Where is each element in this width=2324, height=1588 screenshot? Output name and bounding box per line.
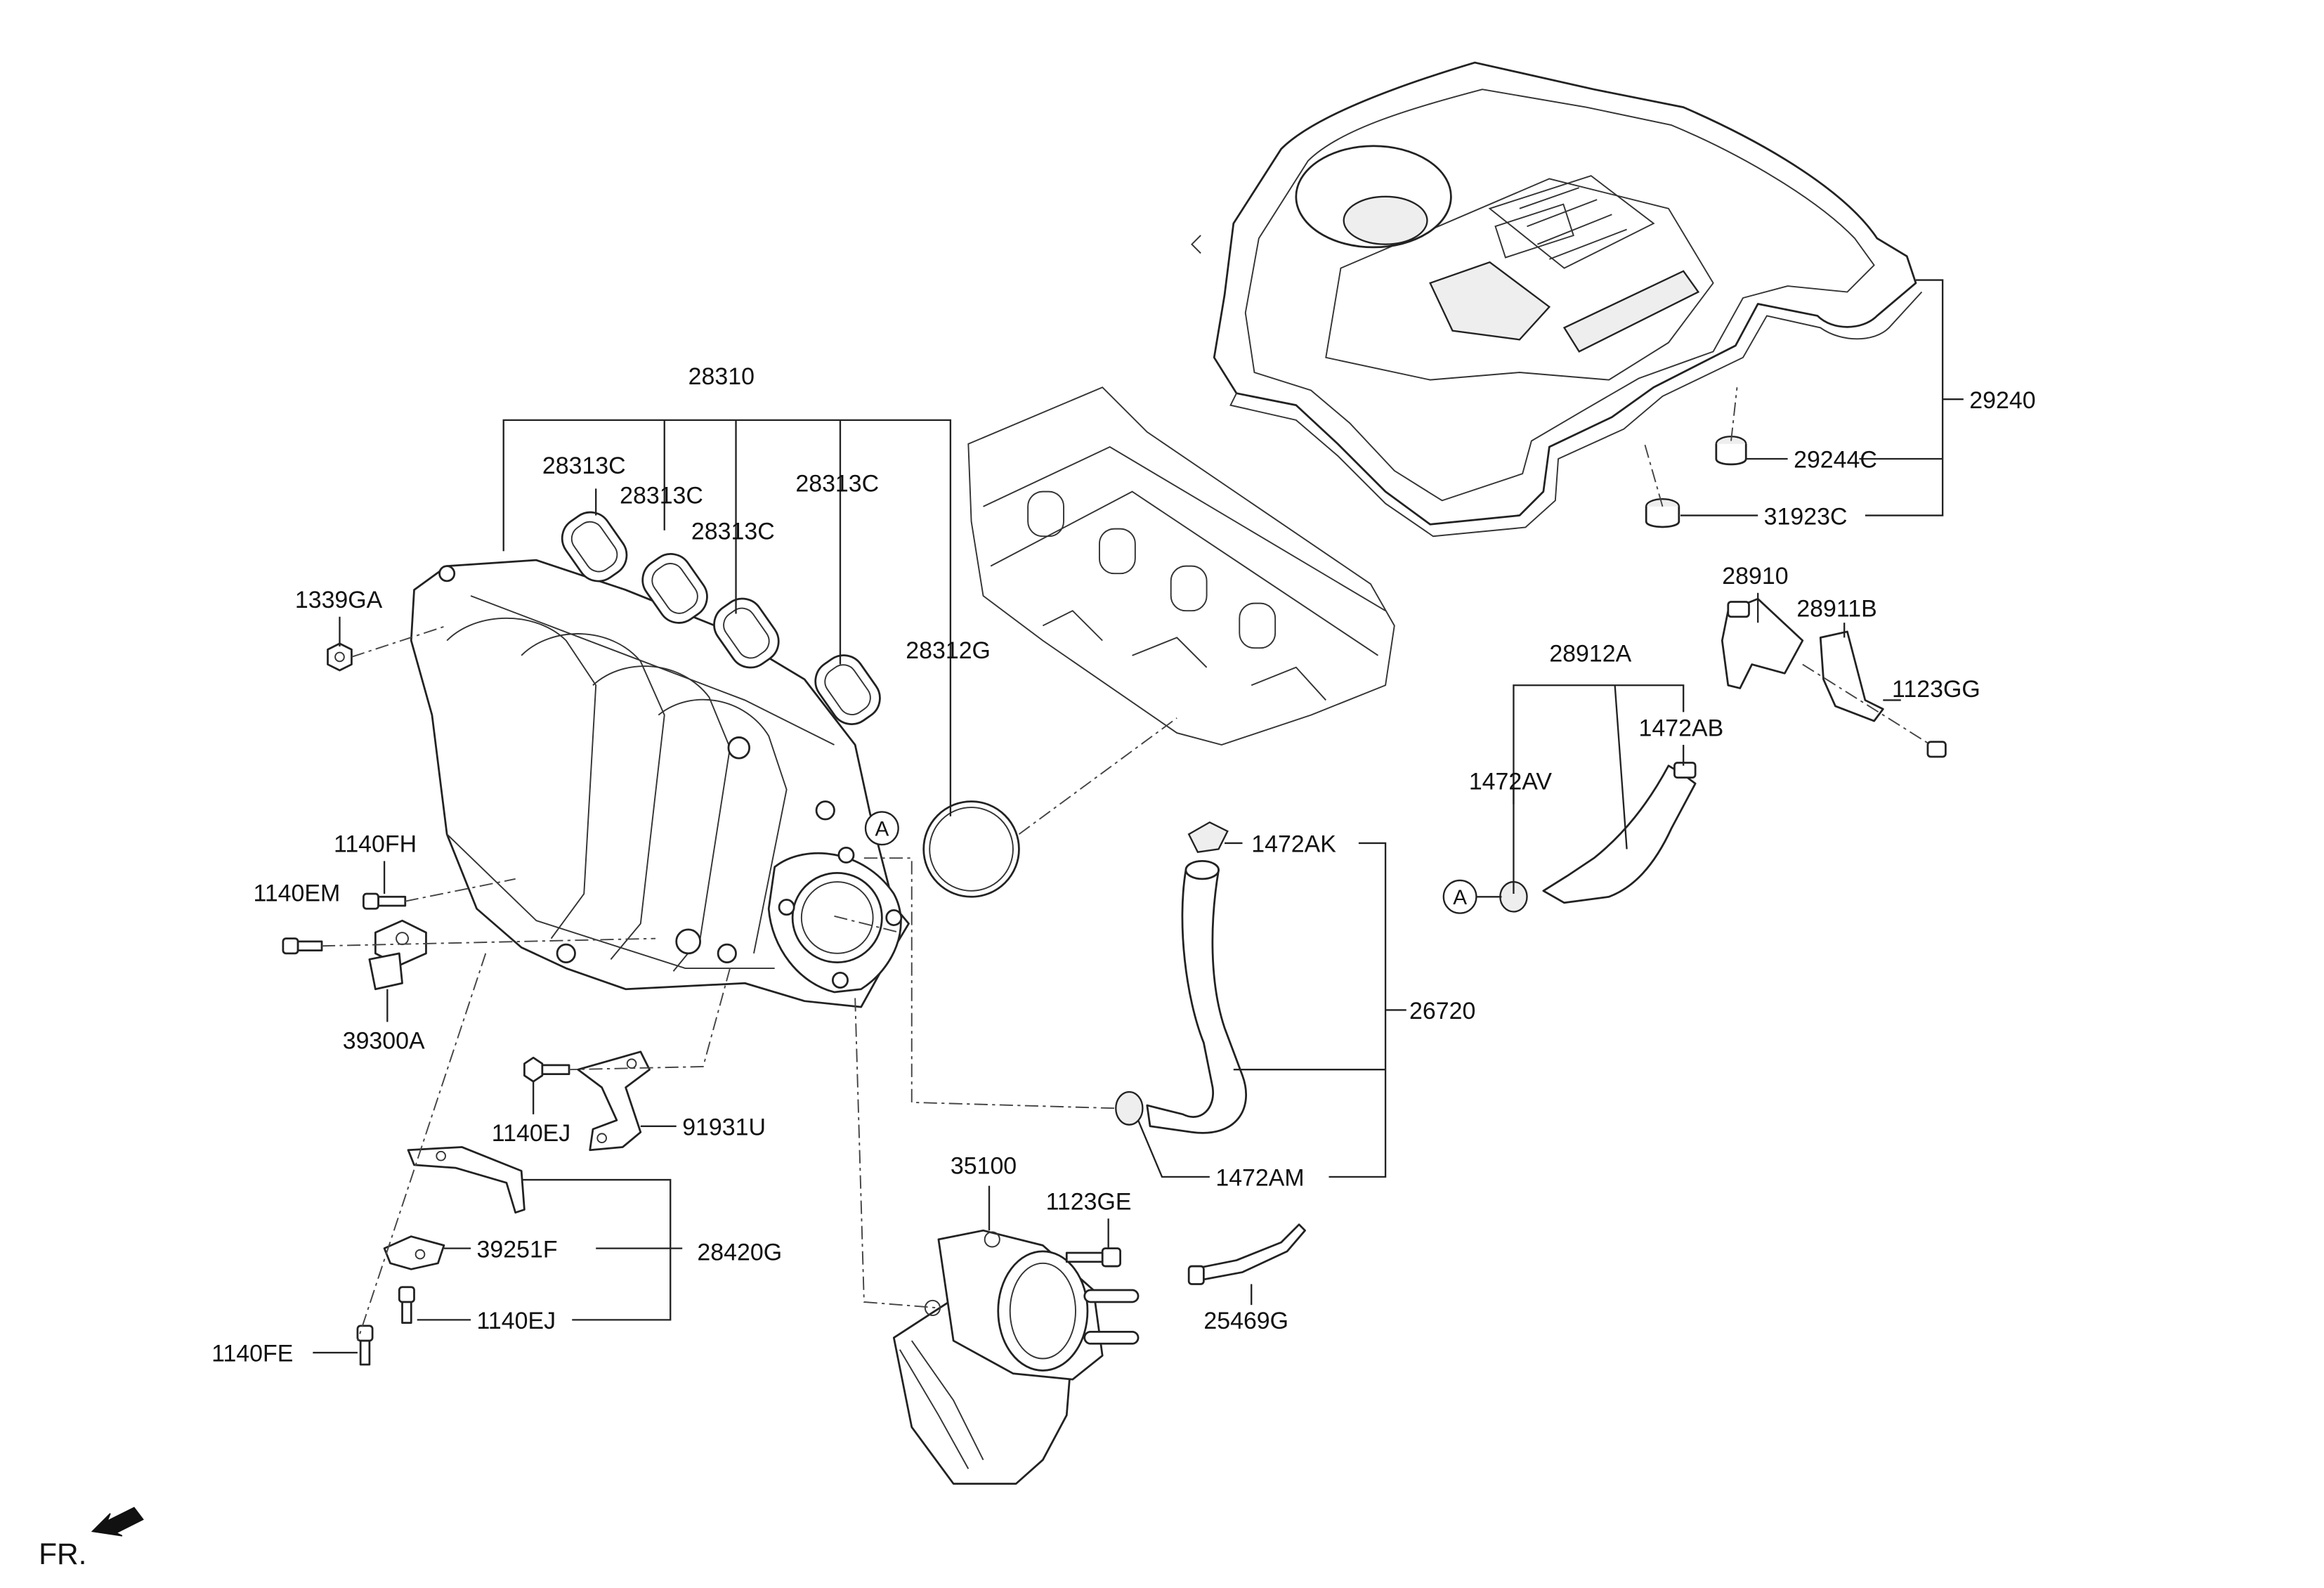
label-26720: 26720 (1409, 998, 1475, 1024)
label-1472ak: 1472AK (1251, 831, 1336, 858)
hose-28912a (1499, 762, 1697, 913)
throttle-gasket (922, 800, 1020, 898)
label-28313c-1: 28313C (542, 453, 626, 479)
bolt-1140ej-lower (398, 1286, 415, 1325)
label-91931u: 91931U (682, 1114, 766, 1141)
ref-letter: A (1453, 886, 1467, 909)
label-35100: 35100 (951, 1153, 1017, 1180)
map-sensor (368, 919, 427, 991)
solenoid-28910 (1721, 597, 1804, 689)
label-1140ej-upper: 1140EJ (492, 1120, 570, 1147)
label-28910: 28910 (1722, 563, 1788, 590)
bolt-1123gg (1926, 741, 1947, 758)
bolt-1140em (282, 937, 323, 955)
bracket-28911b (1819, 630, 1884, 722)
label-1123ge: 1123GE (1046, 1189, 1132, 1216)
bolt-1140fh (363, 892, 407, 910)
ref-circle-a-hose: A (1442, 879, 1477, 914)
grommet-31923c (1645, 498, 1680, 528)
label-31923c: 31923C (1764, 503, 1848, 530)
label-1140em: 1140EM (253, 880, 340, 907)
label-28911b: 28911B (1796, 596, 1876, 623)
label-1140ej-lower: 1140EJ (477, 1308, 556, 1334)
part-labels: 28310 28313C 28313C 28313C 28313C 28312G… (211, 363, 2036, 1367)
label-1472av: 1472AV (1469, 769, 1553, 795)
engine-cover (1191, 61, 1923, 538)
bolt-1140ej-upper (523, 1056, 570, 1083)
bracket-28420g (407, 1146, 525, 1214)
manifold-gaskets (561, 511, 881, 725)
bolt-1140fe (356, 1325, 374, 1366)
throttle-body (892, 1229, 1140, 1485)
intake-manifold (410, 559, 910, 1008)
nut-1339ga (327, 642, 353, 672)
label-1339ga: 1339GA (295, 587, 383, 613)
label-28912a: 28912A (1549, 640, 1631, 667)
label-39300a: 39300A (343, 1028, 425, 1055)
leader-lines (313, 279, 1964, 1354)
label-1140fh: 1140FH (334, 831, 417, 858)
label-39251f: 39251F (477, 1236, 558, 1263)
front-orientation: FR. (39, 1506, 144, 1570)
label-28312g: 28312G (906, 637, 991, 664)
label-29244c: 29244C (1794, 447, 1877, 474)
sensor-39251f (383, 1235, 445, 1270)
label-25469g: 25469G (1203, 1308, 1288, 1334)
pcv-hose (1115, 821, 1247, 1134)
label-1140fe: 1140FE (211, 1341, 293, 1367)
dashed-install-lines (322, 387, 1931, 1341)
label-1472am: 1472AM (1215, 1165, 1304, 1192)
label-28313c-3: 28313C (691, 518, 775, 545)
ref-circle-a-manifold: A (864, 811, 899, 846)
wire-bracket (577, 1050, 651, 1152)
label-1123gg: 1123GG (1892, 676, 1980, 703)
label-29240: 29240 (1969, 387, 2035, 414)
cylinder-head-phantom (967, 386, 1395, 746)
front-label: FR. (39, 1537, 86, 1570)
label-28313c-2: 28313C (620, 483, 703, 509)
label-28310: 28310 (688, 363, 755, 390)
label-1472ab: 1472AB (1639, 715, 1724, 741)
label-28313c-4: 28313C (795, 471, 879, 497)
label-28420g: 28420G (697, 1239, 782, 1266)
hose-25469g (1187, 1223, 1306, 1285)
ref-letter: A (875, 817, 889, 840)
bolt-1123ge (1065, 1247, 1122, 1268)
front-arrow-icon (91, 1506, 144, 1537)
